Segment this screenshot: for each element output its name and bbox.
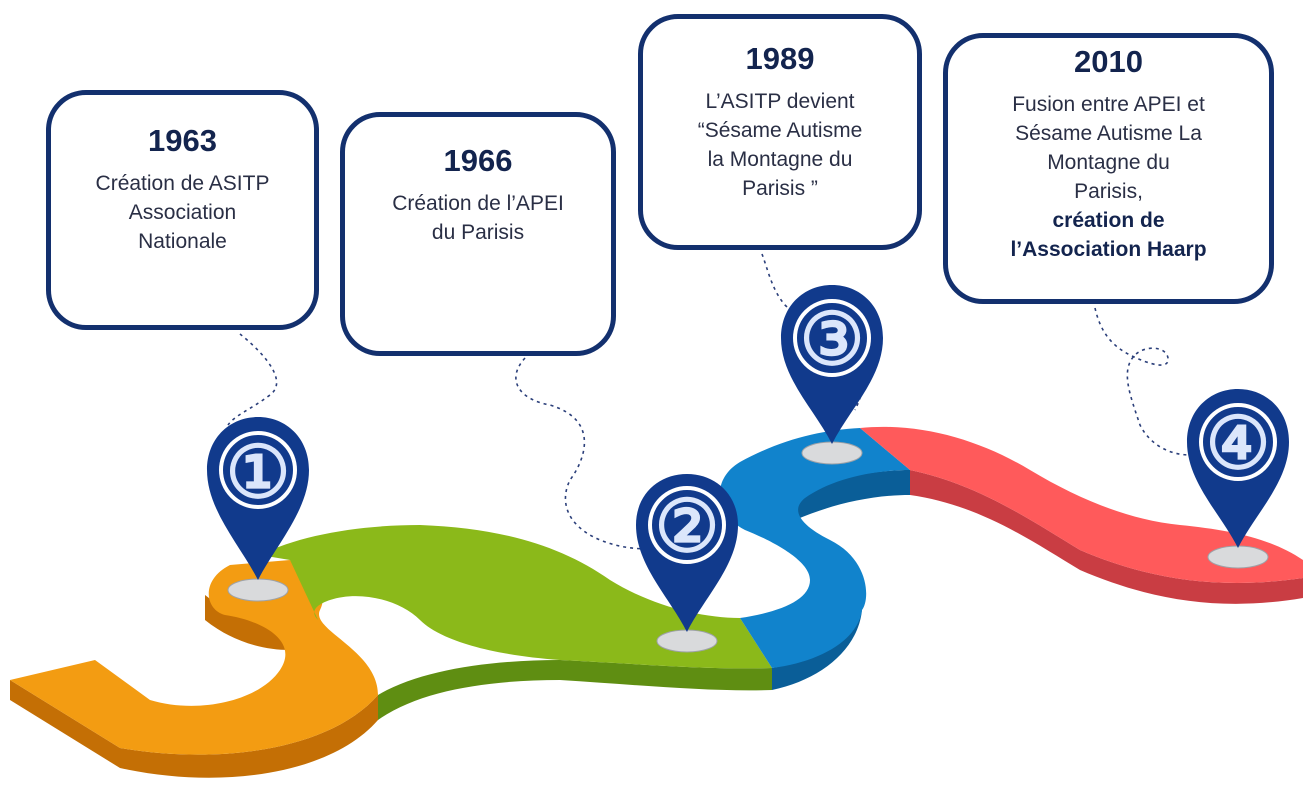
- segment-4-side: [910, 470, 1303, 604]
- milestone-text-line: “Sésame Autisme: [697, 119, 863, 142]
- pin-base-1: [227, 578, 289, 602]
- pin-base-2: [656, 629, 718, 653]
- connector-1: [227, 333, 278, 426]
- milestone-card-1966: 1966 Création de l’APEI du Parisis: [340, 112, 616, 356]
- pin-number-3: ③: [800, 296, 865, 381]
- segment-3-side: [772, 590, 862, 690]
- road-top: [10, 426, 1303, 755]
- milestone-text-line: Parisis,: [1074, 180, 1143, 203]
- milestone-year: 2010: [1074, 44, 1143, 79]
- milestone-text-line: Association: [128, 201, 237, 224]
- pin-ring-3: [793, 299, 871, 377]
- pin-ring-2: [648, 486, 726, 564]
- segment-3: [719, 428, 910, 668]
- milestone-text-line: la Montagne du: [707, 148, 853, 171]
- pin-body-4: [1187, 389, 1289, 548]
- map-pin-icon: ① ② ③ ④: [207, 285, 1289, 632]
- segment-1-side: [10, 680, 378, 778]
- milestone-text-line: Création de l’APEI: [392, 192, 564, 215]
- pin-bases: [227, 441, 1269, 653]
- connector-2: [515, 357, 656, 550]
- pin-body-2: [636, 474, 738, 632]
- connector-4: [1094, 307, 1191, 456]
- connector-3: [761, 253, 796, 316]
- road-side: [10, 470, 1303, 778]
- milestone-highlight-line: l’Association Haarp: [1010, 238, 1207, 261]
- segment-2: [260, 525, 772, 669]
- milestone-text-line: Parisis ”: [742, 177, 818, 200]
- segment-1: [10, 560, 378, 755]
- milestone-year: 1963: [148, 123, 217, 158]
- milestone-card-1963: 1963 Création de ASITP Association Natio…: [46, 90, 319, 330]
- pin-number-1: ①: [226, 429, 291, 514]
- segment-1-side-b: [205, 595, 290, 650]
- milestone-text-line: du Parisis: [431, 221, 525, 244]
- milestone-text-line: Montagne du: [1047, 151, 1170, 174]
- milestone-highlight-line: création de: [1052, 209, 1165, 232]
- milestone-year: 1966: [443, 143, 513, 178]
- pin-base-3: [801, 441, 863, 465]
- pin-body-3: [781, 285, 883, 444]
- milestone-card-2010: 2010 Fusion entre APEI et Sésame Autisme…: [943, 33, 1274, 304]
- milestone-text-line: L’ASITP devient: [705, 90, 855, 113]
- milestone-card-1989: 1989 L’ASITP devient “Sésame Autisme la …: [638, 14, 922, 250]
- milestone-text-line: Sésame Autisme La: [1015, 122, 1202, 145]
- milestone-text-line: Création de ASITP: [95, 172, 270, 195]
- milestone-text-line: Fusion entre APEI et: [1012, 93, 1205, 116]
- pin-number-2: ②: [655, 483, 720, 568]
- pin-number-4: ④: [1206, 400, 1271, 485]
- pin-base-4: [1207, 545, 1269, 569]
- pin-ring-1: [219, 431, 297, 509]
- segment-4: [860, 426, 1303, 583]
- segment-3-side-b: [790, 470, 910, 520]
- segment-2-side: [378, 660, 772, 720]
- pin-ring-4: [1199, 403, 1277, 481]
- milestone-year: 1989: [745, 41, 815, 76]
- milestone-text-line: Nationale: [138, 230, 227, 253]
- pin-body-1: [207, 417, 309, 580]
